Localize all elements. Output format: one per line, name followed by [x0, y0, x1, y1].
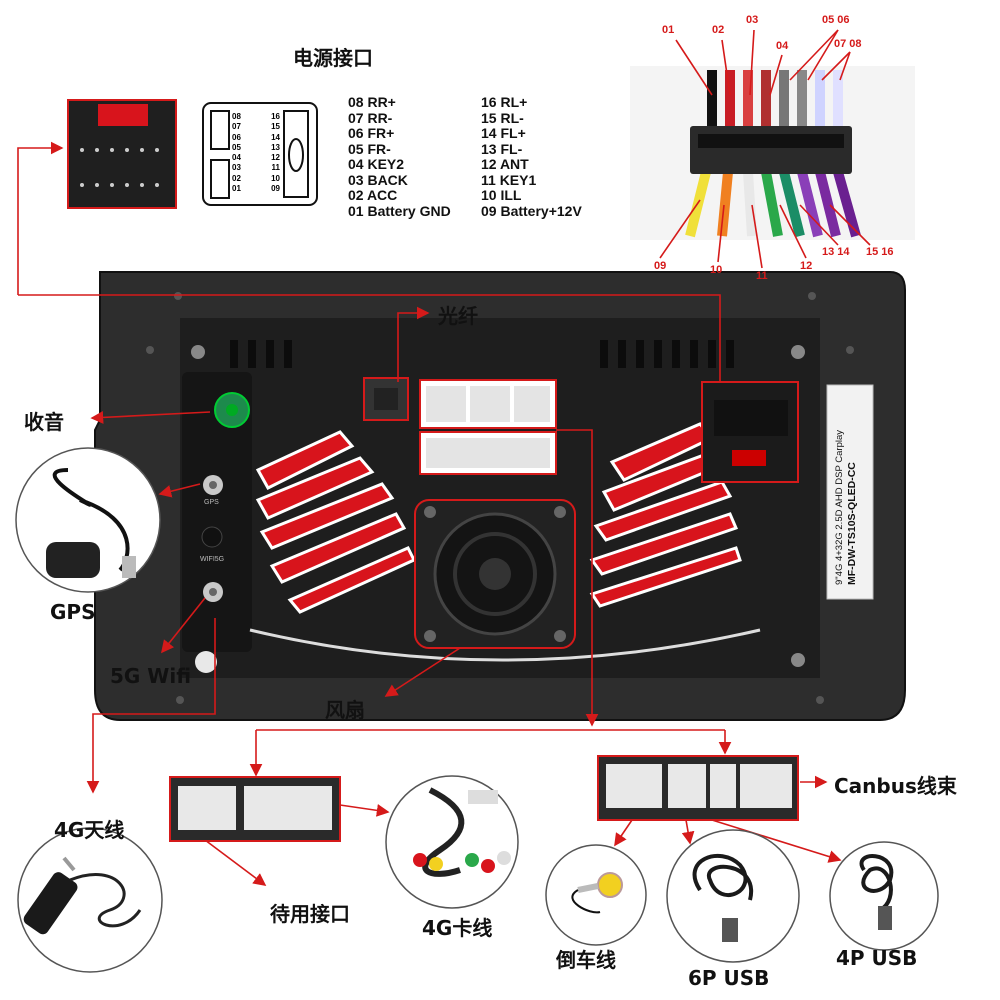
pin-03: 03 BACK — [348, 171, 408, 188]
wire-number-01: 01 — [662, 24, 675, 36]
wire-number-13-14: 13 14 — [822, 246, 850, 258]
wire-number-10: 10 — [710, 264, 723, 276]
wire-number-11: 11 — [756, 270, 768, 282]
spare-connector-photo — [169, 776, 341, 842]
reverse-cable-label: 倒车线 — [556, 948, 616, 972]
pin-02: 02 ACC — [348, 187, 398, 203]
pin-05: 05 FR- — [348, 140, 391, 157]
wire-number-12: 12 — [800, 260, 813, 272]
4g-antenna-label: 4G天线 — [54, 818, 125, 842]
gps-antenna-image — [46, 468, 136, 578]
fiber-label: 光纤 — [438, 304, 478, 328]
wire-number-05-06: 05 06 — [822, 14, 850, 26]
gps-label: GPS — [50, 600, 96, 624]
wire-number-07-08: 07 08 — [834, 38, 862, 50]
usb6-label: 6P USB — [688, 966, 770, 990]
pin-11: 11 KEY1 — [481, 171, 537, 188]
4g-antenna-image — [23, 856, 142, 935]
usb4-cable-image — [859, 854, 894, 930]
pin-16: 16 RL+ — [481, 94, 528, 110]
power-socket-photo — [67, 99, 177, 209]
guide-lines — [17, 29, 871, 886]
pinout-left-column: 08 RR+ 07 RR- 06 FR+ 05 FR- 04 KEY2 03 B… — [348, 94, 451, 219]
spare-port-label: 待用接口 — [270, 902, 350, 926]
pin-09: 09 Battery+12V — [481, 202, 582, 219]
pin-13: 13 FL- — [481, 140, 523, 157]
wire-number-09: 09 — [654, 260, 667, 272]
gps-port-mark: GPS — [204, 499, 219, 506]
pinout-right-column: 16 RL+ 15 RL- 14 FL+ 13 FL- 12 ANT 11 KE… — [481, 94, 582, 219]
pin-diagram — [202, 102, 318, 206]
pin-06: 06 FR+ — [348, 125, 395, 141]
wire-number-15-16: 15 16 — [866, 246, 894, 258]
pin-01: 01 Battery GND — [348, 202, 451, 219]
pin-10: 10 ILL — [481, 187, 522, 203]
wire-harness-photo — [630, 66, 915, 240]
pin-12: 12 ANT — [481, 156, 529, 172]
canbus-connector-photo — [597, 755, 799, 821]
reverse-cable-image — [571, 872, 623, 914]
usb6-cable-image — [692, 854, 754, 942]
pin-14: 14 FL+ — [481, 125, 526, 141]
pin-04: 04 KEY2 — [348, 156, 405, 172]
pin-15: 15 RL- — [481, 109, 524, 126]
power-interface-title: 电源接口 — [293, 46, 373, 70]
canbus-label: Canbus线束 — [834, 774, 957, 798]
4g-cable-image — [413, 787, 511, 877]
pin-07: 07 RR- — [348, 109, 393, 126]
wire-number-02: 02 — [712, 24, 725, 36]
radio-label: 收音 — [24, 410, 64, 434]
usb4-label: 4P USB — [836, 946, 918, 970]
wifi-port-mark: WIFI5G — [200, 556, 225, 563]
head-unit — [94, 271, 906, 721]
pin-08: 08 RR+ — [348, 94, 396, 110]
4g-cable-label: 4G卡线 — [422, 916, 493, 940]
wire-number-03: 03 — [746, 14, 759, 26]
fan-label: 风扇 — [325, 698, 365, 722]
device-model-label: 9"4G 4+32G 2.5D AHD DSP Carplay MF-DW-TS… — [834, 429, 858, 585]
wire-number-04: 04 — [776, 40, 789, 52]
wifi-label: 5G Wifi — [110, 664, 192, 688]
